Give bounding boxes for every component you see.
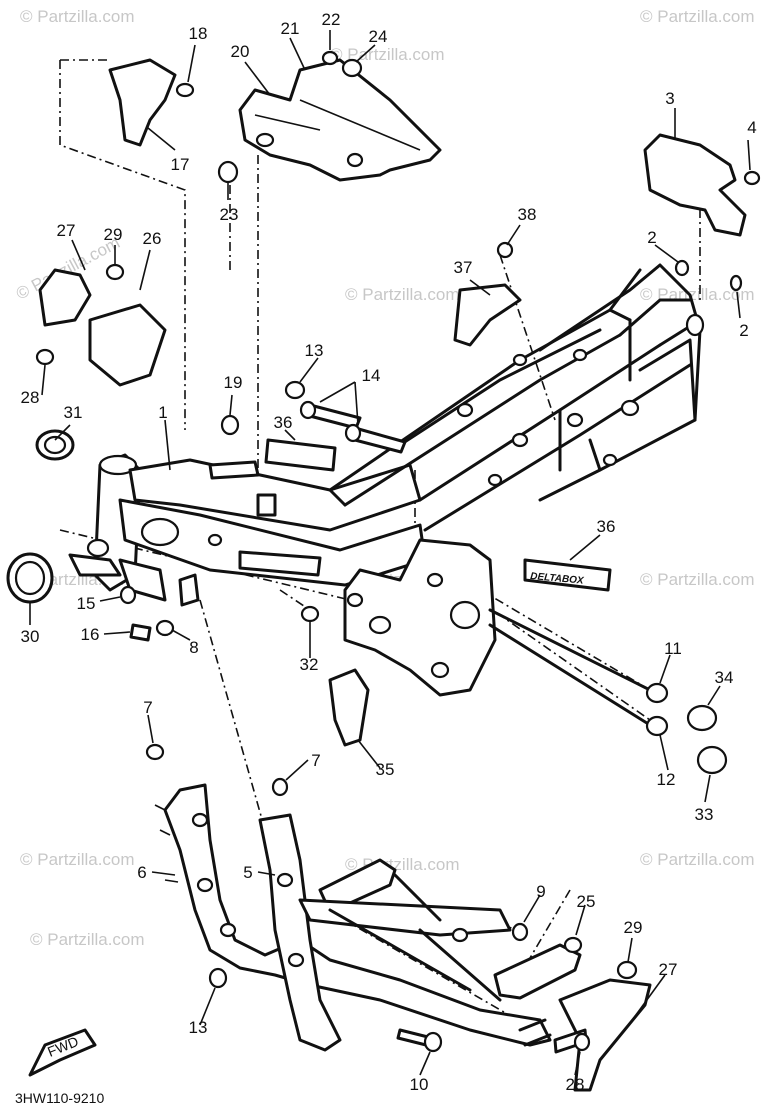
watermark: © Partzilla.com xyxy=(640,570,755,589)
callout-19: 19 xyxy=(224,373,243,392)
leader-lines xyxy=(29,30,751,1076)
callout-28: 28 xyxy=(21,388,40,407)
callout-4: 4 xyxy=(747,118,756,137)
fwd-arrow: FWD xyxy=(28,1028,97,1077)
callout-2: 2 xyxy=(739,321,748,340)
callout-22: 22 xyxy=(322,10,341,29)
callout-32: 32 xyxy=(300,655,319,674)
decal-text: DELTABOX xyxy=(530,571,586,587)
fasteners xyxy=(6,50,761,775)
emblem-decal xyxy=(264,438,337,472)
tank-bracket-left xyxy=(38,268,92,327)
callout-6: 6 xyxy=(137,863,146,882)
callout-3: 3 xyxy=(665,89,674,108)
callout-33: 33 xyxy=(695,805,714,824)
callout-5: 5 xyxy=(243,863,252,882)
callout-16: 16 xyxy=(81,625,100,644)
watermark: © Partzilla.com xyxy=(20,850,135,869)
callout-36: 36 xyxy=(597,517,616,536)
callout-27: 27 xyxy=(57,221,76,240)
watermark: © Partzilla.com xyxy=(20,7,135,26)
tank-bracket-pad xyxy=(88,303,167,387)
callout-12: 12 xyxy=(657,770,676,789)
callout-34: 34 xyxy=(715,668,734,687)
callout-2: 2 xyxy=(647,228,656,247)
callout-29: 29 xyxy=(104,225,123,244)
callout-26: 26 xyxy=(143,229,162,248)
callout-36: 36 xyxy=(274,413,293,432)
watermark: © Partzilla.com xyxy=(640,850,755,869)
seat-bracket xyxy=(453,283,522,347)
lower-tank-bracket xyxy=(493,936,652,1092)
main-frame xyxy=(68,263,705,697)
callout-25: 25 xyxy=(577,892,596,911)
callout-37: 37 xyxy=(454,258,473,277)
callout-24: 24 xyxy=(369,27,388,46)
headlight-bracket xyxy=(108,58,177,147)
upper-cover xyxy=(238,58,442,182)
callout-29: 29 xyxy=(624,918,643,937)
callout-23: 23 xyxy=(220,205,239,224)
callout-7: 7 xyxy=(143,698,152,717)
callout-17: 17 xyxy=(171,155,190,174)
callout-18: 18 xyxy=(189,24,208,43)
callout-1: 1 xyxy=(158,403,167,422)
callout-13: 13 xyxy=(305,341,324,360)
watermark: © Partzilla.com xyxy=(30,930,145,949)
callout-11: 11 xyxy=(664,639,682,658)
diagram-code: 3HW110-9210 xyxy=(15,1090,104,1106)
callout-8: 8 xyxy=(189,638,198,657)
callout-labels: 1 2 2 3 4 5 6 7 7 8 9 10 11 12 13 13 14 … xyxy=(21,10,757,1094)
footrest-bracket xyxy=(328,668,370,747)
callout-35: 35 xyxy=(376,760,395,779)
watermark: © Partzilla.com xyxy=(640,7,755,26)
callout-15: 15 xyxy=(77,594,96,613)
callout-27: 27 xyxy=(659,960,678,979)
callout-7: 7 xyxy=(311,751,320,770)
callout-28: 28 xyxy=(566,1075,585,1094)
callout-20: 20 xyxy=(231,42,250,61)
callout-21: 21 xyxy=(281,19,300,38)
callout-10: 10 xyxy=(410,1075,429,1094)
deltabox-decal: DELTABOX xyxy=(523,558,612,592)
watermark: © Partzilla.com xyxy=(345,285,460,304)
lower-frame xyxy=(145,743,552,1053)
callout-14: 14 xyxy=(362,366,381,385)
callout-9: 9 xyxy=(536,882,545,901)
callout-38: 38 xyxy=(518,205,537,224)
callout-30: 30 xyxy=(21,627,40,646)
callout-31: 31 xyxy=(64,403,83,422)
callout-13: 13 xyxy=(189,1018,208,1037)
rear-bracket xyxy=(643,133,747,237)
